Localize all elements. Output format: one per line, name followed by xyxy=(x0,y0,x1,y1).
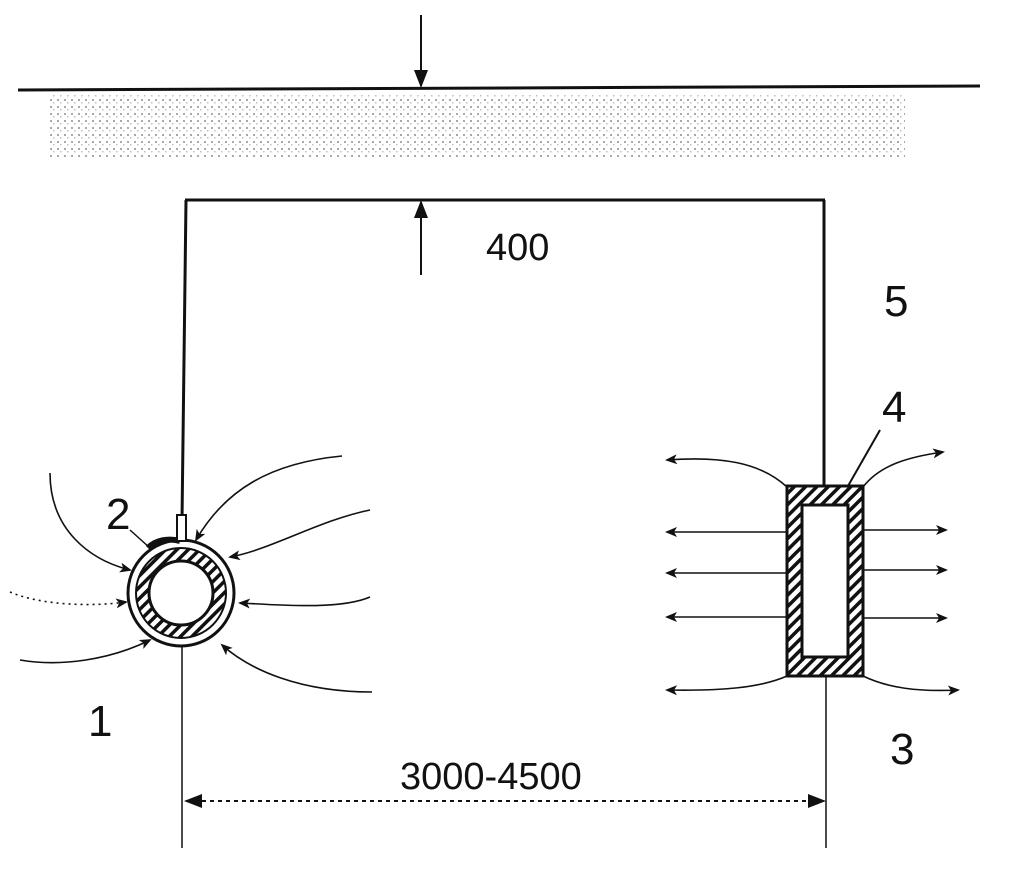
label-part-2: 2 xyxy=(106,490,131,539)
pipe-element xyxy=(126,538,236,648)
spacing-dimension-line xyxy=(184,676,827,848)
rectangular-element xyxy=(785,484,865,678)
connector-element xyxy=(145,514,187,848)
label-part-3: 3 xyxy=(890,725,915,774)
rectangle-right-field-lines xyxy=(862,448,960,696)
label-part-1: 1 xyxy=(88,697,113,746)
label-2-leader xyxy=(129,529,151,549)
label-part-5: 5 xyxy=(884,277,909,326)
ground-surface xyxy=(17,84,981,157)
spacing-dimension-label: 3000-4500 xyxy=(400,756,582,798)
depth-dimension-label: 400 xyxy=(486,227,550,269)
frame-outline xyxy=(180,198,826,521)
label-part-4: 4 xyxy=(882,383,907,432)
pipe-field-lines xyxy=(9,455,373,693)
label-4-leader xyxy=(847,429,881,487)
rectangle-left-field-lines xyxy=(665,454,788,696)
